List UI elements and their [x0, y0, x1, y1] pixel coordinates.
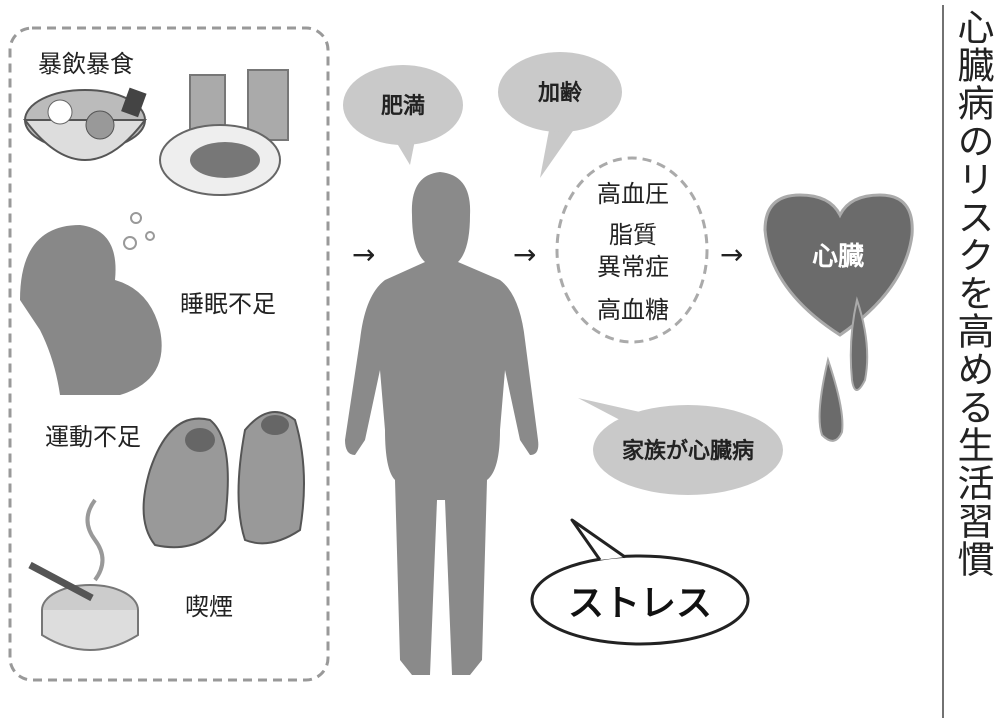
person-silhouette [345, 172, 539, 675]
arrow-icon: → [513, 238, 536, 271]
heart-icon: 心臓 [763, 193, 914, 442]
yawning-person-illustration [20, 212, 162, 395]
condition-dyslipidemia: 異常症 [597, 253, 669, 281]
label-smoking: 喫煙 [185, 593, 233, 621]
bubble-aging: 加齢 [498, 52, 622, 178]
condition-lipid: 脂質 [609, 221, 657, 249]
arrow-icon: → [352, 238, 375, 271]
lifestyle-box [8, 26, 330, 682]
label-exercise: 運動不足 [45, 423, 141, 451]
heart-label: 心臓 [812, 242, 864, 272]
bubble-obesity: 肥満 [343, 65, 463, 165]
page-title: 心臓病のリスクを高める生活習慣 [951, 8, 994, 578]
condition-hyperglycemia: 高血糖 [597, 296, 669, 324]
condition-hypertension: 高血圧 [597, 180, 669, 208]
bubble-obesity-text: 肥満 [381, 93, 425, 119]
label-sleep: 睡眠不足 [180, 290, 276, 318]
arrow-icon: → [720, 238, 743, 271]
bubble-family: 家族が心臓病 [578, 398, 783, 495]
conditions-circle [555, 156, 709, 344]
bubble-stress: ストレス [530, 518, 750, 646]
sneakers-illustration [142, 411, 305, 549]
food-illustration [22, 69, 289, 196]
bubble-aging-text: 加齢 [537, 80, 583, 106]
bubble-stress-text: ストレス [568, 583, 712, 624]
ashtray-illustration [28, 498, 139, 651]
label-overeating: 暴飲暴食 [38, 50, 134, 78]
bubble-family-text: 家族が心臓病 [622, 438, 754, 464]
